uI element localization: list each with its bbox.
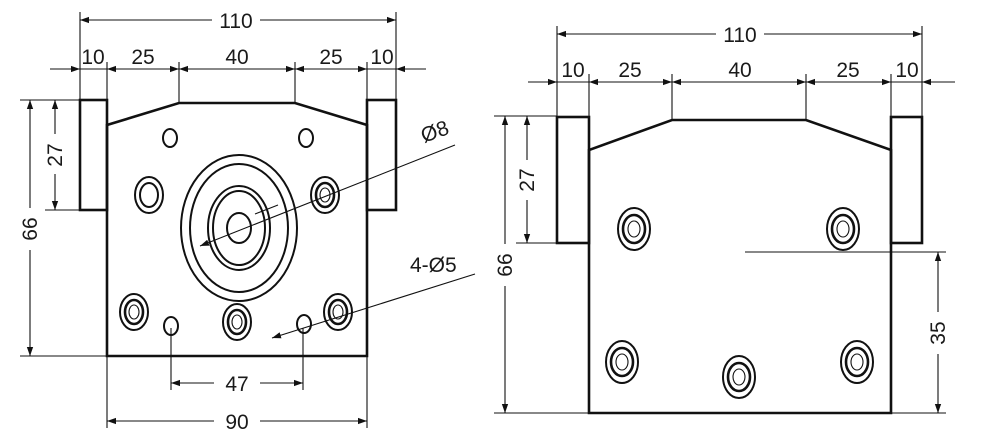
mount-hole — [323, 293, 353, 331]
mount-hole — [617, 207, 651, 251]
dim-shoulder-left: 25 — [131, 46, 154, 69]
mount-holes-left — [119, 176, 353, 341]
rear-view: 110 10 25 40 25 10 27 66 35 — [492, 22, 955, 415]
bore-leader — [199, 144, 456, 247]
holes-leader — [271, 273, 476, 339]
dim-ear-left: 10 — [81, 46, 104, 69]
mount-hole — [605, 340, 639, 384]
rear-dim-ear-height: 27 — [516, 168, 539, 191]
bearing-housing — [180, 154, 298, 302]
top-hole-left — [162, 128, 178, 148]
rear-left-ear — [555, 115, 591, 245]
right-ear — [365, 98, 398, 212]
housing-outline — [105, 101, 369, 358]
dim-hole-spacing: 47 — [225, 373, 248, 396]
mount-hole — [840, 340, 874, 384]
dim-overall-width: 110 — [219, 10, 252, 33]
mount-hole — [310, 176, 340, 214]
dimension-labels-right: 110 10 25 40 25 10 27 66 35 — [492, 22, 951, 354]
bottom-hole-left — [163, 316, 179, 336]
bore-leader-tick — [254, 204, 279, 215]
rear-dim-shoulder-left: 25 — [618, 59, 641, 82]
rear-dim-total-height: 66 — [494, 253, 517, 276]
mount-hole — [722, 355, 756, 399]
rear-dim-ear-left: 10 — [561, 59, 584, 82]
rear-dim-shoulder-right: 25 — [836, 59, 859, 82]
rear-dim-center-height: 35 — [927, 321, 950, 344]
bottom-hole-right — [296, 314, 312, 334]
mount-hole — [134, 176, 164, 214]
top-hole-right — [298, 128, 314, 148]
rear-dim-center: 40 — [728, 59, 751, 82]
rear-dim-ear-right: 10 — [895, 59, 918, 82]
dimension-labels-left: 110 10 25 40 25 10 27 66 47 90 Ø8 4-Ø5 — [18, 8, 457, 434]
dim-ear-right: 10 — [370, 46, 393, 69]
front-view: 110 10 25 40 25 10 27 66 47 90 Ø8 4-Ø5 — [18, 8, 476, 434]
callout-bore: Ø8 — [418, 117, 452, 148]
mount-hole — [222, 303, 252, 341]
left-ear — [78, 98, 109, 212]
dim-ear-height: 27 — [44, 143, 67, 166]
dimension-lines-right — [501, 30, 955, 413]
rear-dim-overall-width: 110 — [723, 24, 756, 47]
rear-right-ear — [889, 115, 924, 245]
mount-hole — [826, 207, 860, 251]
dim-center: 40 — [225, 46, 248, 69]
dim-total-height: 66 — [19, 217, 42, 240]
mount-holes-right — [605, 207, 874, 399]
dim-shoulder-right: 25 — [319, 46, 342, 69]
callout-holes: 4-Ø5 — [410, 254, 457, 277]
dim-base-width: 90 — [225, 411, 248, 434]
mount-hole — [119, 293, 149, 331]
extension-lines-right — [494, 26, 946, 414]
